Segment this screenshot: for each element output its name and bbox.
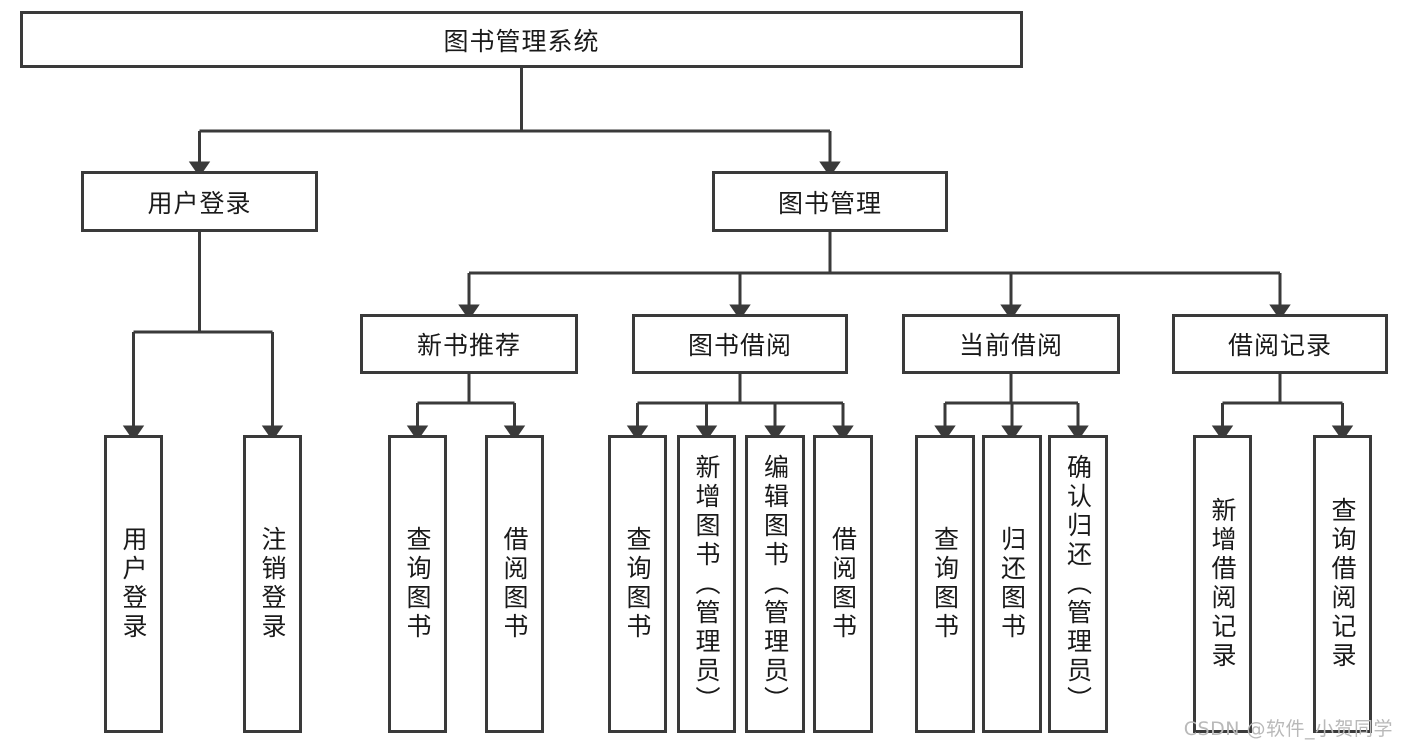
- node-label: 确认归还（管理员）: [1063, 453, 1093, 715]
- node-current-borrow[interactable]: 当前借阅: [902, 314, 1120, 374]
- node-leaf-confirm[interactable]: 确认归还（管理员）: [1048, 435, 1108, 733]
- node-book-manage[interactable]: 图书管理: [712, 171, 948, 232]
- node-label: 图书管理: [777, 188, 882, 218]
- node-label: 新增借阅记录: [1208, 497, 1237, 671]
- node-label: 借阅图书: [500, 526, 529, 642]
- watermark-text: CSDN @软件_小贺同学: [1183, 718, 1393, 740]
- node-user-login[interactable]: 用户登录: [81, 171, 318, 232]
- node-leaf-query-1[interactable]: 查询图书: [388, 435, 447, 733]
- node-label: 用户登录: [147, 188, 252, 218]
- edges-group: [122, 68, 1354, 441]
- node-label: 新书推荐: [416, 331, 521, 360]
- node-leaf-add-book[interactable]: 新增图书（管理员）: [677, 435, 736, 733]
- node-label: 查询借阅记录: [1328, 497, 1357, 671]
- node-leaf-logout[interactable]: 注销登录: [243, 435, 302, 733]
- node-borrow-record[interactable]: 借阅记录: [1172, 314, 1388, 374]
- node-label: 归还图书: [997, 526, 1027, 642]
- node-new-book-rec[interactable]: 新书推荐: [360, 314, 578, 374]
- node-label: 借阅图书: [828, 526, 858, 642]
- node-label: 新增图书（管理员）: [692, 453, 721, 715]
- node-leaf-user-login[interactable]: 用户登录: [104, 435, 163, 733]
- node-label: 查询图书: [403, 526, 432, 642]
- node-root[interactable]: 图书管理系统: [20, 11, 1023, 68]
- node-leaf-add-rec[interactable]: 新增借阅记录: [1193, 435, 1252, 733]
- node-leaf-borrow-1[interactable]: 借阅图书: [485, 435, 544, 733]
- node-leaf-return[interactable]: 归还图书: [982, 435, 1042, 733]
- node-label: 查询图书: [623, 526, 652, 642]
- node-label: 当前借阅: [958, 331, 1063, 360]
- node-label: 注销登录: [258, 526, 287, 642]
- node-label: 编辑图书（管理员）: [760, 453, 790, 715]
- node-leaf-borrow-2[interactable]: 借阅图书: [813, 435, 873, 733]
- node-label: 图书管理系统: [443, 26, 600, 56]
- node-leaf-query-rec[interactable]: 查询借阅记录: [1313, 435, 1372, 733]
- node-leaf-query-3[interactable]: 查询图书: [915, 435, 975, 733]
- node-label: 图书借阅: [687, 331, 792, 360]
- node-label: 借阅记录: [1227, 331, 1332, 360]
- node-book-borrow[interactable]: 图书借阅: [632, 314, 848, 374]
- node-leaf-edit-book[interactable]: 编辑图书（管理员）: [745, 435, 805, 733]
- node-label: 用户登录: [119, 526, 148, 642]
- node-leaf-query-2[interactable]: 查询图书: [608, 435, 667, 733]
- node-label: 查询图书: [930, 526, 960, 642]
